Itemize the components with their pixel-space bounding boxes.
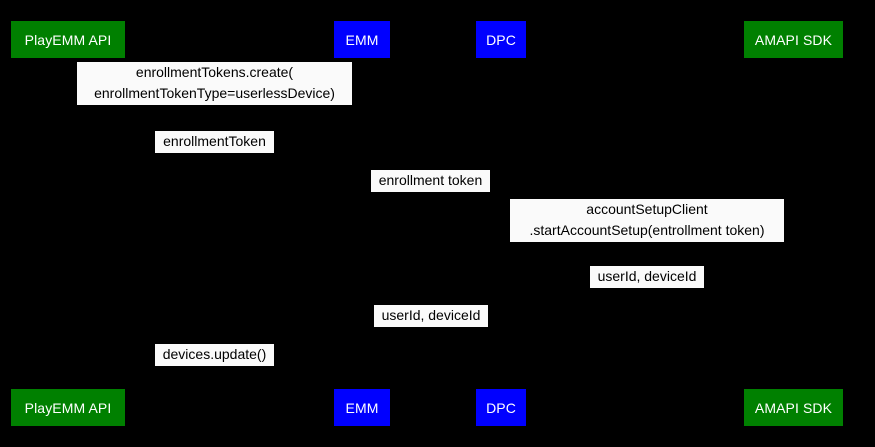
message-line-1: devices.update() xyxy=(162,346,267,362)
message-line-1: userId, deviceId xyxy=(597,268,697,284)
message-label-m1: enrollmentTokens.create( enrollmentTokenT… xyxy=(77,62,352,105)
arrow-m7 xyxy=(67,367,361,368)
arrow-m5 xyxy=(500,288,793,289)
message-line-1: accountSetupClient xyxy=(586,201,708,217)
participant-label: EMM xyxy=(345,399,379,416)
message-label-m2: enrollmentToken xyxy=(155,131,274,153)
message-label-m5: userId, deviceId xyxy=(590,266,704,288)
message-label-m7: devices.update() xyxy=(155,344,274,366)
lifeline-dpc xyxy=(500,58,501,389)
message-label-m4: accountSetupClient .startAccountSetup(ent… xyxy=(510,199,784,242)
participant-label: EMM xyxy=(345,31,379,48)
message-line-1: userId, deviceId xyxy=(381,307,481,323)
lifeline-playemm-api xyxy=(67,58,68,389)
participant-dpc-top[interactable]: DPC xyxy=(476,21,526,58)
lifeline-emm xyxy=(361,58,362,389)
participant-label: DPC xyxy=(486,399,516,416)
arrow-head-m7 xyxy=(67,363,74,371)
participant-label: AMAPI SDK xyxy=(754,399,833,416)
arrow-head-m5 xyxy=(500,284,507,292)
message-line-1: enrollmentTokens.create( xyxy=(135,64,294,80)
participant-amapi-sdk-bottom[interactable]: AMAPI SDK xyxy=(744,389,843,426)
arrow-m3 xyxy=(361,192,500,193)
arrow-m6 xyxy=(361,327,500,328)
participant-label: PlayEMM API xyxy=(24,399,112,416)
message-line-1: enrollmentToken xyxy=(163,133,266,149)
lifeline-amapi-sdk xyxy=(793,58,794,389)
arrow-head-m4 xyxy=(786,238,793,246)
message-line-2: .startAccountSetup(entrollment token) xyxy=(529,221,765,238)
message-label-m3: enrollment token xyxy=(371,170,490,192)
message-label-m6: userId, deviceId xyxy=(374,305,488,327)
arrow-head-m1 xyxy=(67,102,74,110)
arrow-m1 xyxy=(67,106,361,107)
participant-label: PlayEMM API xyxy=(24,31,112,48)
participant-label: AMAPI SDK xyxy=(754,31,833,48)
participant-label: DPC xyxy=(486,31,516,48)
arrow-head-m2 xyxy=(354,149,361,157)
arrow-m4 xyxy=(500,242,793,243)
participant-playemm-api-bottom[interactable]: PlayEMM API xyxy=(11,389,125,426)
participant-amapi-sdk-top[interactable]: AMAPI SDK xyxy=(744,21,843,58)
participant-emm-bottom[interactable]: EMM xyxy=(334,389,390,426)
message-line-1: enrollment token xyxy=(378,172,483,188)
message-line-2: enrollmentTokenType=userlessDevice) xyxy=(94,84,335,101)
participant-dpc-bottom[interactable]: DPC xyxy=(476,389,526,426)
arrow-head-m6 xyxy=(361,323,368,331)
arrow-head-m3 xyxy=(493,188,500,196)
participant-playemm-api-top[interactable]: PlayEMM API xyxy=(11,21,125,58)
arrow-m2 xyxy=(67,153,361,154)
participant-emm-top[interactable]: EMM xyxy=(334,21,390,58)
